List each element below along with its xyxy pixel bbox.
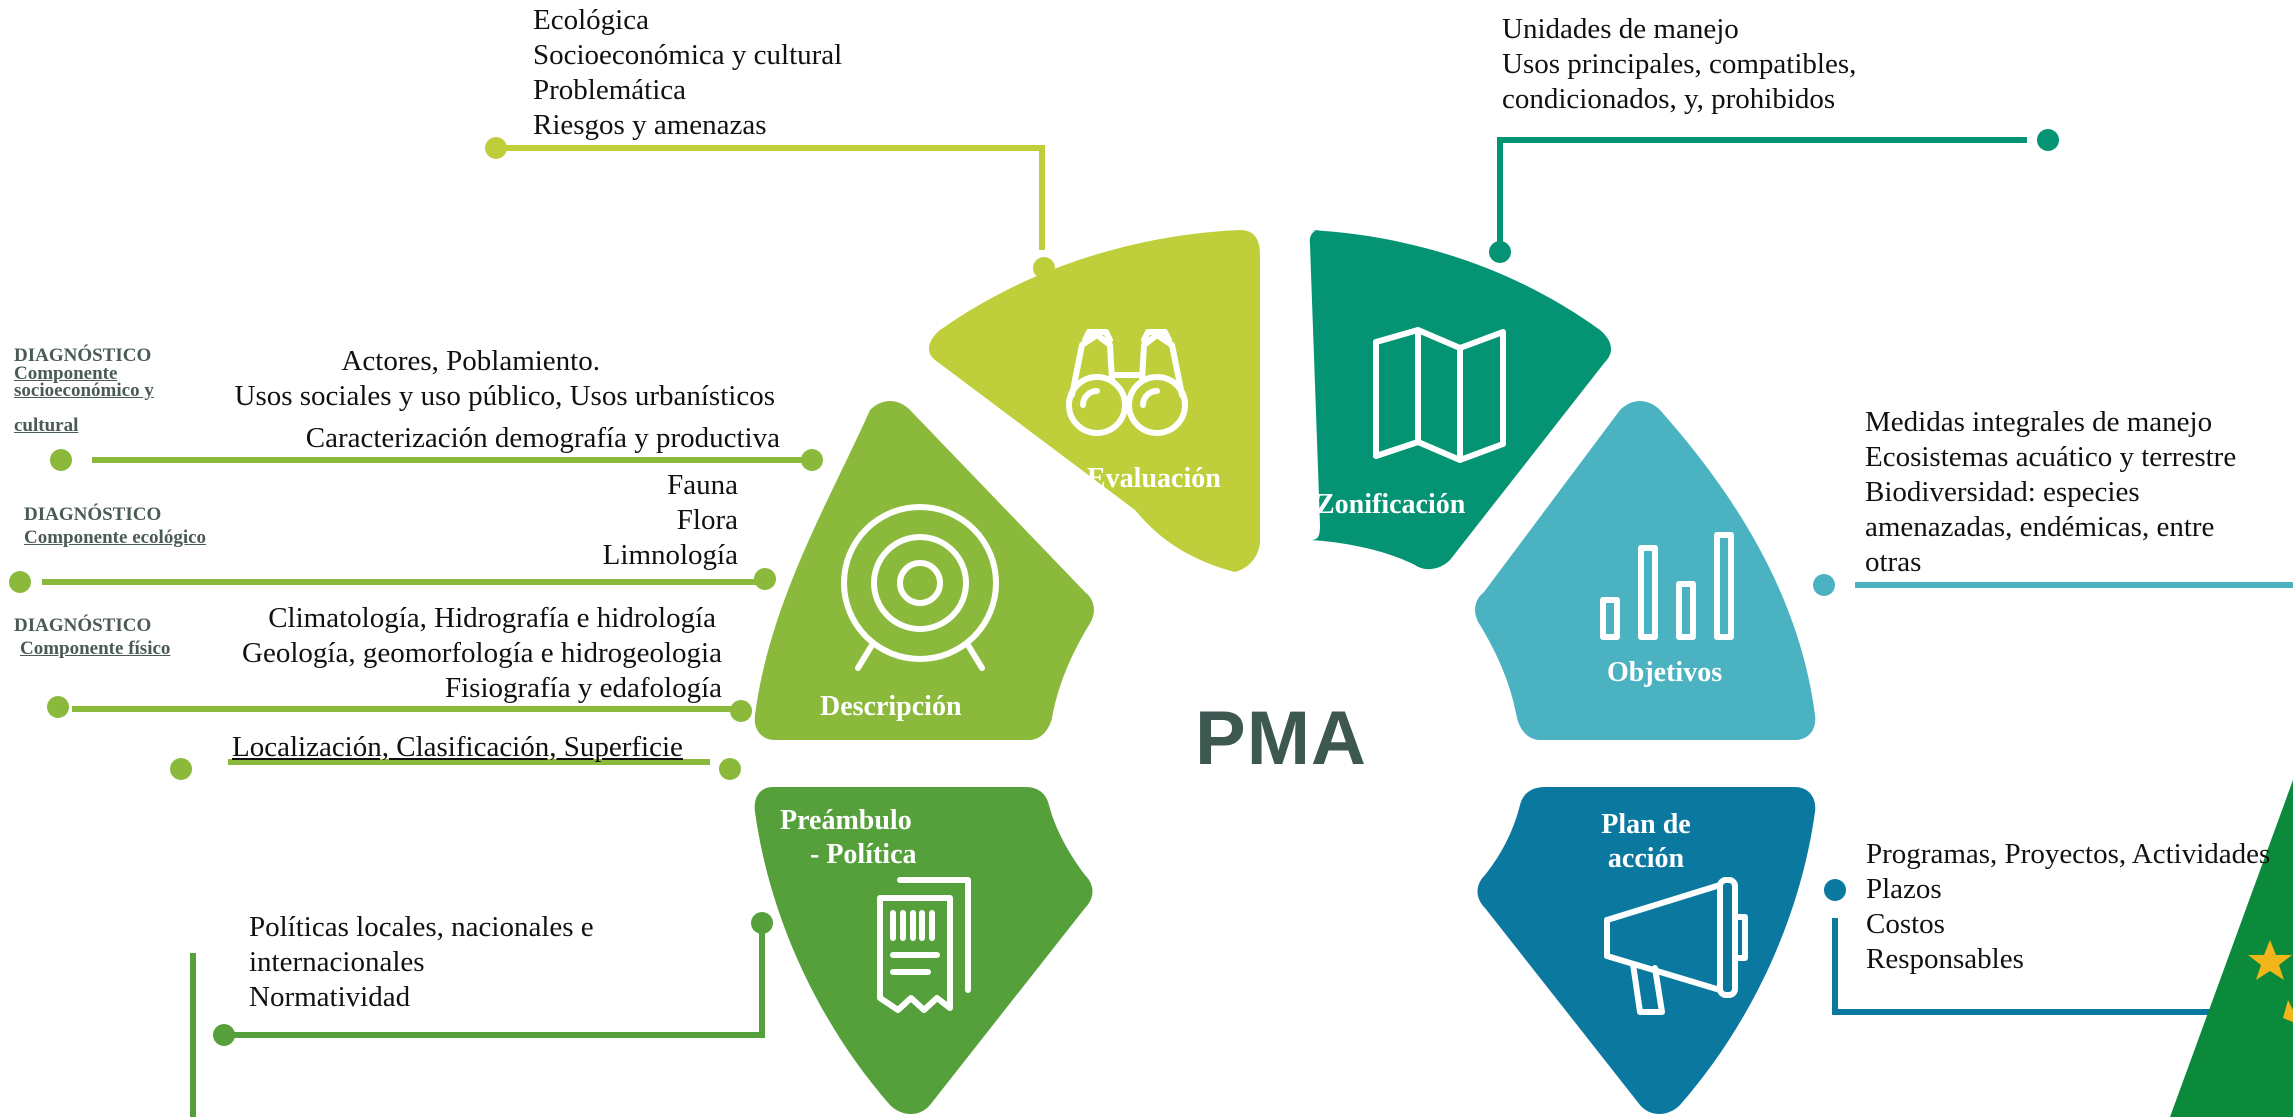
diag-eco-title: DIAGNÓSTICO — [24, 504, 162, 525]
preambulo-item: Políticas locales, nacionales e — [249, 911, 594, 943]
map-icon — [1373, 327, 1506, 463]
objetivos-item: otras — [1865, 546, 1922, 578]
zonificacion-item: Unidades de manejo — [1502, 13, 1739, 45]
dot-localizacion-right — [719, 758, 741, 780]
socio-item: Usos sociales y uso público, Usos urbaní… — [234, 380, 776, 412]
segment-label-preambulo-line1: Preámbulo — [780, 805, 912, 836]
dot-eco-right — [754, 568, 776, 590]
plan-item: Programas, Proyectos, Actividades — [1866, 838, 2271, 870]
segment-label-evaluacion: Evaluación — [1087, 463, 1221, 494]
dot-socio-right — [801, 449, 823, 471]
dot-fisico-right — [730, 700, 752, 722]
segment-descripcion — [754, 401, 1094, 740]
socio-list: Actores, Poblamiento. Usos sociales y us… — [235, 344, 781, 456]
segment-label-descripcion: Descripción — [820, 691, 962, 722]
bar-chart-icon — [1600, 532, 1734, 640]
zonificacion-item: condicionados, y, prohibidos — [1502, 83, 1836, 115]
target-icon — [841, 504, 999, 671]
diag-eco-sub: Componente ecológico — [24, 527, 207, 548]
flag-decoration — [2170, 780, 2293, 1117]
segment-plan — [1477, 787, 1816, 1114]
diag-fisico-label: DIAGNÓSTICO Componente físico — [14, 616, 170, 659]
dot-objetivos — [1813, 574, 1835, 596]
megaphone-icon — [1604, 877, 1748, 1015]
diag-eco-label: DIAGNÓSTICO Componente ecológico — [24, 505, 206, 548]
localizacion-item: Localización, Clasificación, Superficie — [232, 731, 683, 763]
zonificacion-list: Unidades de manejo Usos principales, com… — [1502, 12, 1856, 117]
dot-preambulo-start — [751, 912, 773, 934]
evaluacion-item: Ecológica — [533, 4, 649, 36]
zonificacion-item: Usos principales, compatibles, — [1502, 48, 1857, 80]
plan-item: Plazos — [1866, 873, 1942, 905]
eco-item: Fauna — [667, 469, 738, 501]
diag-socio-sub2: socioeconómico y — [14, 380, 154, 401]
dot-fisico-left — [47, 696, 69, 718]
segment-evaluacion — [928, 230, 1260, 572]
segment-objetivos — [1475, 401, 1816, 740]
segment-preambulo — [754, 787, 1093, 1114]
eco-list: Fauna Flora Limnología — [603, 468, 738, 573]
objetivos-item: amenazadas, endémicas, entre — [1865, 511, 2215, 543]
document-icon — [877, 877, 971, 1013]
evaluacion-item: Riesgos y amenazas — [533, 109, 767, 141]
segment-label-plan-line1: Plan de — [1601, 809, 1691, 840]
fisico-item: Climatología, Hidrografía e hidrología — [268, 602, 716, 634]
diag-fisico-title: DIAGNÓSTICO — [14, 615, 152, 636]
objetivos-list: Medidas integrales de manejo Ecosistemas… — [1865, 405, 2236, 580]
dot-zonificacion-end — [2037, 129, 2059, 151]
dot-socio-left — [50, 449, 72, 471]
preambulo-list: Políticas locales, nacionales e internac… — [249, 910, 594, 1015]
preambulo-item: internacionales — [249, 946, 425, 978]
connector-preambulo — [226, 925, 765, 1038]
preambulo-item: Normatividad — [249, 981, 411, 1013]
dot-preambulo-end — [213, 1024, 235, 1046]
diag-socio-sub1: Componente — [14, 363, 118, 384]
connector-evaluacion — [496, 145, 1045, 250]
segment-label-preambulo-line2: - Política — [810, 839, 917, 870]
diag-socio-title: DIAGNÓSTICO — [14, 345, 152, 366]
fisico-item: Geología, geomorfología e hidrogeologia — [242, 637, 722, 669]
segment-label-plan-line2: acción — [1607, 843, 1685, 874]
segment-label-objetivos: Objetivos — [1607, 657, 1723, 688]
fisico-list: Climatología, Hidrografía e hidrología G… — [242, 601, 722, 706]
connector-zonificacion — [1497, 137, 2027, 250]
center-title: PMA — [1195, 696, 1367, 781]
connector-plan — [1832, 918, 2293, 1015]
dot-zonificacion-start — [1489, 241, 1511, 263]
objetivos-item: Ecosistemas acuático y terrestre — [1865, 441, 2237, 473]
binoculars-icon — [1066, 329, 1188, 436]
segment-label-zonificacion: Zonificación — [1316, 489, 1466, 520]
fisico-item: Fisiografía y edafología — [444, 672, 722, 704]
dot-eco-left — [9, 571, 31, 593]
eco-item: Flora — [676, 504, 738, 536]
evaluacion-list: Ecológica Socioeconómica y cultural Prob… — [533, 3, 842, 143]
dot-plan — [1824, 879, 1846, 901]
eco-item: Limnología — [602, 539, 738, 571]
plan-item: Costos — [1866, 908, 1945, 940]
socio-item: Caracterización demografía y productiva — [305, 422, 780, 454]
socio-item: Actores, Poblamiento. — [341, 345, 600, 377]
plan-list: Programas, Proyectos, Actividades Plazos… — [1866, 837, 2270, 977]
plan-item: Responsables — [1866, 943, 2024, 975]
objetivos-item: Biodiversidad: especies — [1865, 476, 2140, 508]
dot-evaluacion-start — [485, 137, 507, 159]
evaluacion-item: Socioeconómica y cultural — [533, 39, 843, 71]
objetivos-item: Medidas integrales de manejo — [1865, 406, 2213, 438]
diag-socio-sub3: cultural — [14, 415, 79, 436]
segment-label-plan: Plan de acción — [1596, 808, 1696, 876]
dot-evaluacion-end — [1033, 257, 1055, 279]
segment-label-preambulo: Preámbulo - Política — [780, 804, 917, 872]
evaluacion-item: Problemática — [533, 74, 687, 106]
dot-localizacion-left — [170, 758, 192, 780]
diag-fisico-sub: Componente físico — [20, 638, 171, 659]
diag-socio-label: DIAGNÓSTICO Componente socioeconómico y … — [14, 346, 154, 436]
